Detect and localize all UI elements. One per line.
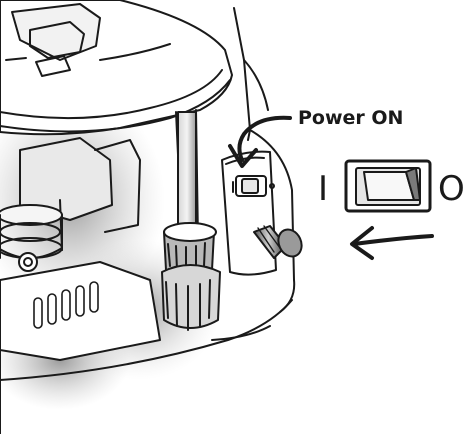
- adjustment-knob[interactable]: [253, 225, 306, 261]
- curved-arrow-icon: [237, 115, 292, 162]
- side-control-panel: [221, 150, 277, 276]
- microscope-body: [0, 0, 296, 434]
- power-switch-on-device[interactable]: [232, 175, 275, 197]
- left-arrow-icon: [350, 226, 434, 260]
- on-symbol: I: [318, 169, 328, 209]
- power-on-callout: Power ON: [228, 107, 403, 168]
- curved-arrow-head-icon: [228, 144, 258, 168]
- off-symbol: O: [438, 169, 465, 209]
- rocker-switch-legend: I O: [318, 159, 465, 213]
- rocker-switch-icon: [344, 159, 432, 213]
- power-on-label: Power ON: [298, 107, 403, 129]
